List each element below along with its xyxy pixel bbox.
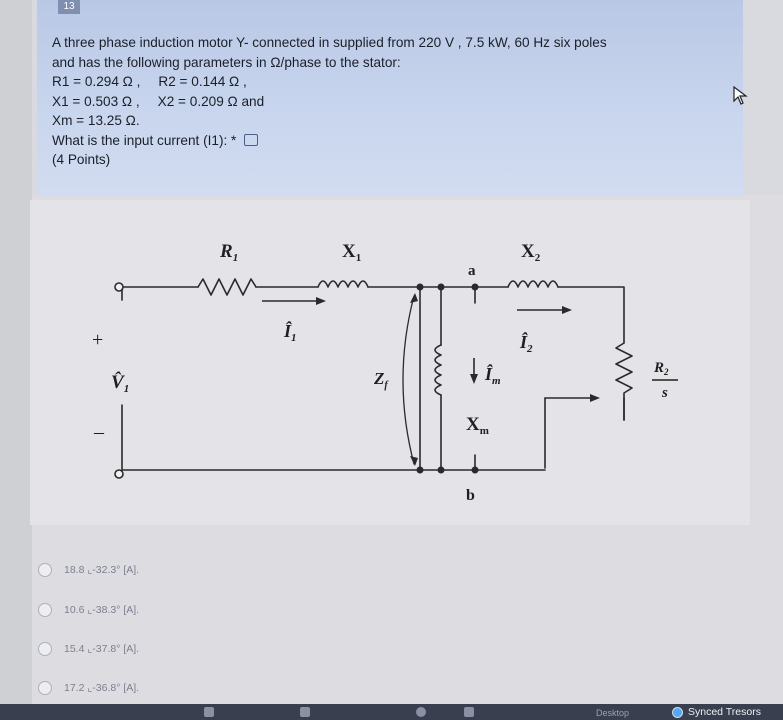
taskbar-desktop[interactable]: Desktop bbox=[596, 708, 630, 718]
node-bottom-1 bbox=[416, 466, 424, 474]
r2s-resistor bbox=[615, 342, 633, 421]
question-number-badge: 13 bbox=[58, 0, 80, 14]
label-im: Îm bbox=[484, 363, 501, 387]
x1-inductor bbox=[317, 280, 369, 288]
param-x1: X1 = 0.503 Ω , bbox=[52, 93, 140, 109]
answer-option-4-label: 17.2 ⌞-36.8° [A]. bbox=[64, 682, 140, 694]
param-xm: Xm = 13.25 Ω. bbox=[52, 113, 140, 128]
param-r2: R2 = 0.144 Ω , bbox=[158, 74, 247, 89]
label-r1: R1 bbox=[219, 241, 238, 264]
immersive-reader-icon[interactable] bbox=[244, 133, 259, 146]
param-row-1: R1 = 0.294 Ω , R2 = 0.144 Ω , bbox=[52, 72, 737, 92]
taskbar: Desktop Synced Tresors bbox=[0, 704, 783, 720]
xm-inductor bbox=[434, 344, 442, 396]
terminal-bottom bbox=[114, 469, 124, 479]
wire-right-bottom bbox=[544, 397, 625, 469]
radio-option-2[interactable] bbox=[38, 603, 52, 617]
question-prompt: What is the input current (I1): * bbox=[52, 132, 237, 148]
zf-bracket bbox=[402, 295, 415, 465]
node-bottom-2 bbox=[437, 466, 445, 474]
question-points: (4 Points) bbox=[52, 152, 111, 167]
label-i2: Î2 bbox=[519, 331, 533, 355]
label-x1: X1 bbox=[342, 241, 361, 264]
node-top-2 bbox=[437, 283, 445, 291]
label-x2: X2 bbox=[521, 241, 541, 264]
label-r2: R2 bbox=[653, 360, 669, 377]
taskbar-app-icon-2[interactable] bbox=[300, 707, 310, 717]
param-x2: X2 = 0.209 Ω and bbox=[157, 93, 265, 109]
answer-option-3-label: 15.4 ⌞-37.8° [A]. bbox=[64, 643, 140, 655]
r2s-tap-arrowhead bbox=[590, 394, 600, 402]
question-card bbox=[37, 0, 743, 196]
taskbar-synced-tresors[interactable]: Synced Tresors bbox=[688, 706, 761, 718]
zf-arrow-top bbox=[410, 293, 418, 303]
im-arrowhead bbox=[470, 374, 478, 384]
taskbar-app-icon-3[interactable] bbox=[416, 707, 426, 717]
param-r1: R1 = 0.294 Ω , bbox=[52, 74, 141, 89]
label-node-b: b bbox=[466, 487, 475, 504]
mouse-cursor-icon bbox=[733, 86, 748, 105]
radio-option-1[interactable] bbox=[38, 563, 52, 577]
i1-arrowhead bbox=[316, 297, 326, 305]
radio-option-3[interactable] bbox=[38, 642, 52, 656]
label-xm: Xm bbox=[466, 414, 489, 437]
question-text: A three phase induction motor Y- connect… bbox=[52, 33, 737, 170]
sync-icon bbox=[672, 707, 683, 718]
question-prompt-row: What is the input current (I1): * bbox=[52, 131, 737, 151]
label-plus: + bbox=[92, 329, 103, 351]
left-edge bbox=[0, 0, 32, 720]
taskbar-app-icon-4[interactable] bbox=[464, 707, 474, 717]
node-a bbox=[471, 283, 479, 291]
label-v1: V̂1 bbox=[111, 372, 129, 395]
question-line-1: A three phase induction motor Y- connect… bbox=[52, 35, 607, 50]
terminal-top bbox=[114, 282, 124, 292]
answer-option-2-label: 10.6 ⌞-38.3° [A]. bbox=[64, 604, 140, 616]
question-line-2: and has the following parameters in Ω/ph… bbox=[52, 54, 401, 70]
label-zf: Zf bbox=[373, 369, 389, 391]
label-i1: Î1 bbox=[283, 320, 297, 344]
label-s: s bbox=[661, 385, 668, 401]
node-b bbox=[471, 466, 479, 474]
param-row-2: X1 = 0.503 Ω , X2 = 0.209 Ω and bbox=[52, 92, 737, 112]
r1-resistor bbox=[197, 278, 257, 296]
radio-option-4[interactable] bbox=[38, 681, 52, 695]
taskbar-app-icon-1[interactable] bbox=[204, 707, 214, 717]
wire-x2-right bbox=[557, 286, 625, 344]
label-minus: – bbox=[93, 421, 105, 443]
i2-arrowhead bbox=[562, 306, 572, 314]
zf-arrow-bottom bbox=[410, 456, 418, 466]
node-top-1 bbox=[416, 283, 424, 291]
x2-inductor bbox=[507, 280, 559, 288]
answer-option-1-label: 18.8 ⌞-32.3° [A]. bbox=[64, 564, 140, 576]
circuit-image-panel bbox=[30, 200, 750, 525]
label-node-a: a bbox=[468, 263, 476, 279]
